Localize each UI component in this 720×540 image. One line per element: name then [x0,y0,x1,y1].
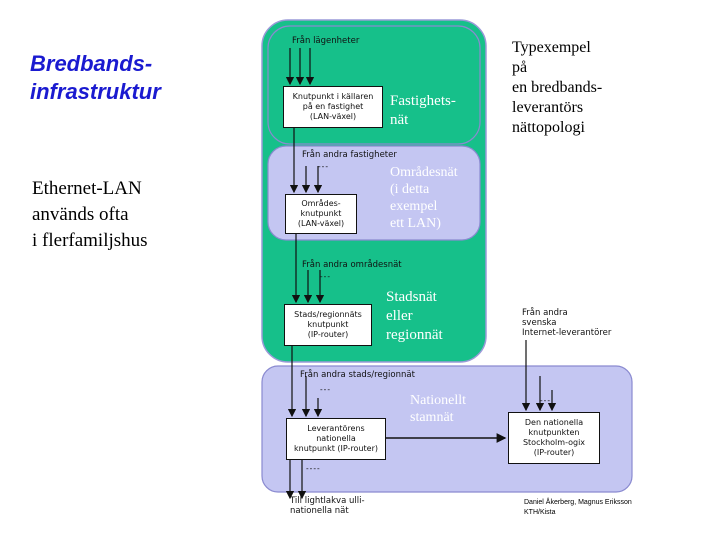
node-building-switch-label: Knutpunkt i källaren på en fastighet (LA… [292,92,374,121]
arrows-omrade [289,128,323,194]
label-from-other-areas: Från andra områdesnät [302,260,402,270]
dashes-stad: --- [320,272,331,281]
dashes-sthlm: --- [540,396,551,405]
arrows-sthlm [521,340,557,412]
diagram-caption: Typexempel på en bredbands- leverantörs … [512,39,603,136]
node-building-switch: Knutpunkt i källaren på en fastighet (LA… [283,86,383,128]
arrows-national [287,346,323,418]
node-city-router-label: Stads/regionnäts knutpunkt (IP-router) [294,310,362,339]
node-area-switch: Områdes- knutpunkt (LAN-växel) [285,194,357,234]
dashes-omrade: --- [318,162,329,171]
label-from-apartments: Från lägenheter [292,36,360,46]
dashes-out: ---- [306,464,321,473]
node-area-switch-label: Områdes- knutpunkt (LAN-växel) [297,199,345,228]
arrows-fastighet [285,48,315,86]
arrows-out [285,460,307,500]
slide-title: Bredbands- infrastruktur [30,51,161,104]
zone-name-omradesnat: Områdesnät (i detta exempel ett LAN) [390,165,458,231]
credit-text: Daniel Åkerberg, Magnus Eriksson KTH/Kis… [524,499,632,516]
arrows-stad [291,234,325,304]
node-stockholm-ix: Den nationella knutpunkten Stockholm-ogi… [508,412,600,464]
node-national-router-label: Leverantörens nationella knutpunkt (IP-r… [293,424,378,453]
node-stockholm-ix-label: Den nationella knutpunkten Stockholm-ogi… [522,418,586,457]
label-from-other-properties: Från andra fastigheter [302,150,397,160]
slide-body-text: Ethernet-LAN används ofta i flerfamiljsh… [32,178,148,251]
label-from-other-city-nets: Från andra stads/regionnät [300,370,415,380]
label-from-other-isps: Från andra svenska Internet-leverantörer [522,308,612,338]
zone-name-fastighetsnat: Fastighets- nät [390,93,456,128]
node-national-router: Leverantörens nationella knutpunkt (IP-r… [286,418,386,460]
zone-name-stadsnat: Stadsnät eller regionnät [386,289,443,343]
dashes-national: --- [320,385,331,394]
node-city-router: Stads/regionnäts knutpunkt (IP-router) [284,304,372,346]
zone-name-stamnat: Nationellt stamnät [410,393,466,425]
label-to-other-national-nets: Till lightlakva ulli- nationella nät [290,496,365,516]
